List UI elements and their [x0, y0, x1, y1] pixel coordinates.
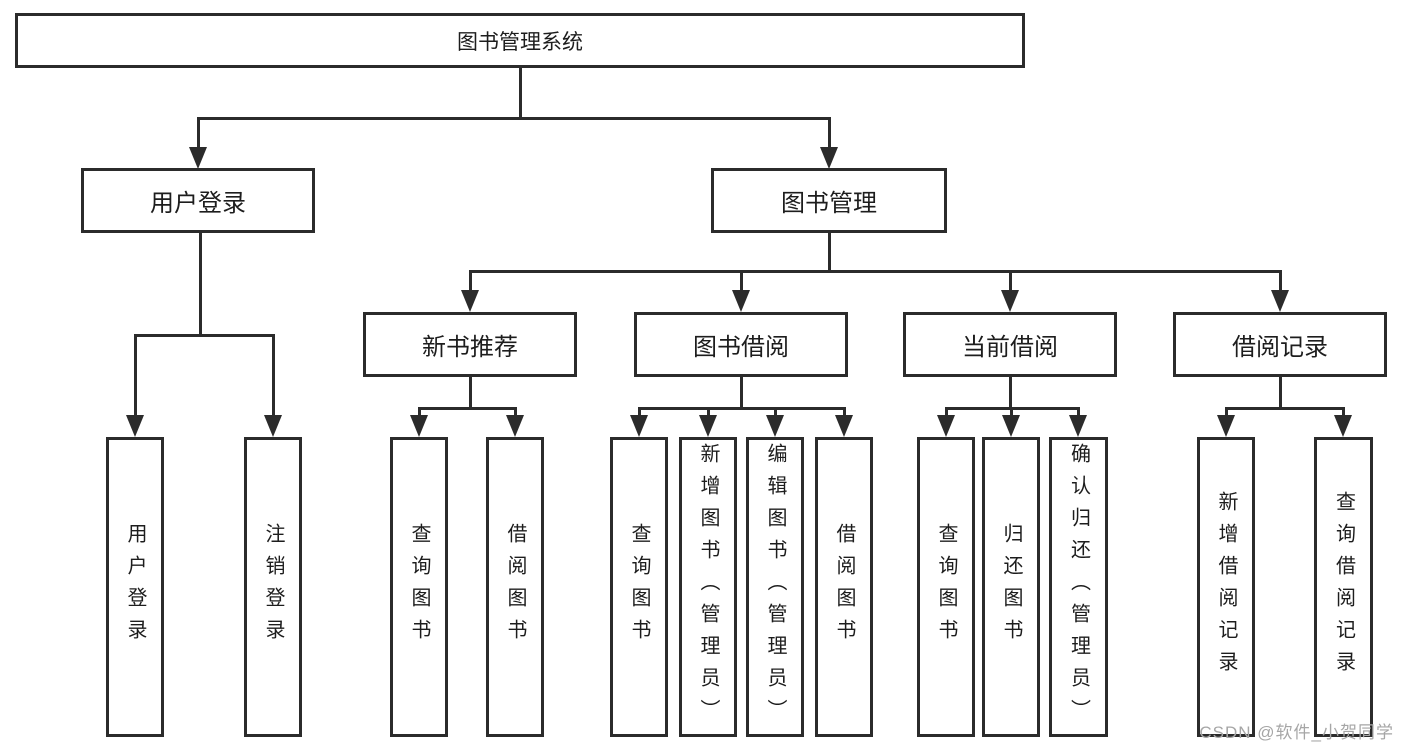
node-label: 查询图书: [408, 523, 430, 651]
arrowhead-down-icon: [461, 290, 479, 312]
connector-line: [418, 407, 517, 410]
node-query-books-current: 查询图书: [917, 437, 975, 737]
node-label: 图书借阅: [693, 334, 789, 361]
connector-line: [199, 232, 202, 335]
node-label: 查询图书: [935, 523, 957, 651]
connector-line: [707, 407, 710, 417]
node-confirm-return-admin: 确认归还（管理员）: [1049, 437, 1108, 737]
node-book-borrowing: 图书借阅: [634, 312, 848, 377]
connector-line: [1225, 407, 1345, 410]
arrowhead-down-icon: [699, 415, 717, 437]
connector-line: [1225, 407, 1228, 417]
connector-line: [1009, 377, 1012, 408]
arrowhead-down-icon: [1001, 290, 1019, 312]
node-label: 查询借阅记录: [1332, 491, 1355, 683]
connector-line: [134, 334, 137, 418]
connector-line: [514, 407, 517, 417]
connector-line: [197, 117, 200, 149]
node-label: 归还图书: [1000, 523, 1022, 651]
arrowhead-down-icon: [1217, 415, 1235, 437]
node-label: 当前借阅: [962, 334, 1058, 361]
node-book-management-system: 图书管理系统: [15, 13, 1025, 68]
arrowhead-down-icon: [1334, 415, 1352, 437]
arrowhead-down-icon: [1002, 415, 1020, 437]
node-label: 新书推荐: [422, 334, 518, 361]
connector-line: [1342, 407, 1345, 417]
node-label: 注销登录: [262, 523, 284, 651]
arrowhead-down-icon: [937, 415, 955, 437]
connector-line: [945, 407, 948, 417]
connector-line: [197, 117, 831, 120]
node-add-books-admin: 新增图书（管理员）: [679, 437, 737, 737]
connector-line: [828, 233, 831, 272]
arrowhead-down-icon: [732, 290, 750, 312]
arrowhead-down-icon: [1271, 290, 1289, 312]
arrowhead-down-icon: [189, 147, 207, 169]
arrowhead-down-icon: [1069, 415, 1087, 437]
connector-line: [272, 334, 275, 418]
node-query-borrow-record: 查询借阅记录: [1314, 437, 1373, 737]
arrowhead-down-icon: [264, 415, 282, 437]
node-label: 借阅记录: [1232, 334, 1328, 361]
connector-line: [1279, 377, 1282, 408]
connector-line: [1009, 270, 1012, 292]
node-logout: 注销登录: [244, 437, 302, 737]
node-label: 编辑图书（管理员）: [764, 443, 786, 731]
arrowhead-down-icon: [410, 415, 428, 437]
node-label: 借阅图书: [833, 523, 855, 651]
node-return-books: 归还图书: [982, 437, 1040, 737]
connector-line: [638, 407, 846, 410]
connector-line: [469, 270, 472, 292]
node-user-login-group: 用户登录: [81, 168, 315, 233]
csdn-watermark: CSDN @软件_小贺同学: [1199, 723, 1394, 742]
node-borrow-books-borrowing: 借阅图书: [815, 437, 873, 737]
connector-line: [1010, 407, 1013, 417]
arrowhead-down-icon: [630, 415, 648, 437]
node-label: 用户登录: [150, 190, 246, 217]
node-query-books-borrowing: 查询图书: [610, 437, 668, 737]
arrowhead-down-icon: [126, 415, 144, 437]
node-borrowing-records: 借阅记录: [1173, 312, 1387, 377]
connector-line: [740, 270, 743, 292]
node-label: 新增借阅记录: [1215, 491, 1237, 683]
arrowhead-down-icon: [820, 147, 838, 169]
node-label: 新增图书（管理员）: [697, 443, 719, 731]
node-label: 借阅图书: [504, 523, 526, 651]
connector-line: [828, 117, 831, 149]
arrowhead-down-icon: [835, 415, 853, 437]
connector-line: [469, 377, 472, 408]
connector-line: [638, 407, 641, 417]
node-label: 用户登录: [124, 523, 146, 651]
node-user-login: 用户登录: [106, 437, 164, 737]
node-new-book-recommend: 新书推荐: [363, 312, 577, 377]
connector-line: [469, 270, 1282, 273]
node-label: 确认归还（管理员）: [1067, 443, 1090, 731]
node-label: 图书管理: [781, 190, 877, 217]
node-label: 图书管理系统: [457, 30, 583, 54]
node-query-books-recommend: 查询图书: [390, 437, 448, 737]
node-add-borrow-record: 新增借阅记录: [1197, 437, 1255, 737]
node-book-management: 图书管理: [711, 168, 947, 233]
connector-line: [740, 377, 743, 408]
connector-line: [418, 407, 421, 417]
node-label: 查询图书: [628, 523, 650, 651]
connector-line: [1077, 407, 1080, 417]
node-borrow-books-recommend: 借阅图书: [486, 437, 544, 737]
connector-line: [519, 68, 522, 118]
arrowhead-down-icon: [506, 415, 524, 437]
arrowhead-down-icon: [766, 415, 784, 437]
connector-line: [843, 407, 846, 417]
connector-line: [774, 407, 777, 417]
connector-line: [1279, 270, 1282, 292]
node-edit-books-admin: 编辑图书（管理员）: [746, 437, 804, 737]
node-current-borrowing: 当前借阅: [903, 312, 1117, 377]
connector-line: [134, 334, 275, 337]
